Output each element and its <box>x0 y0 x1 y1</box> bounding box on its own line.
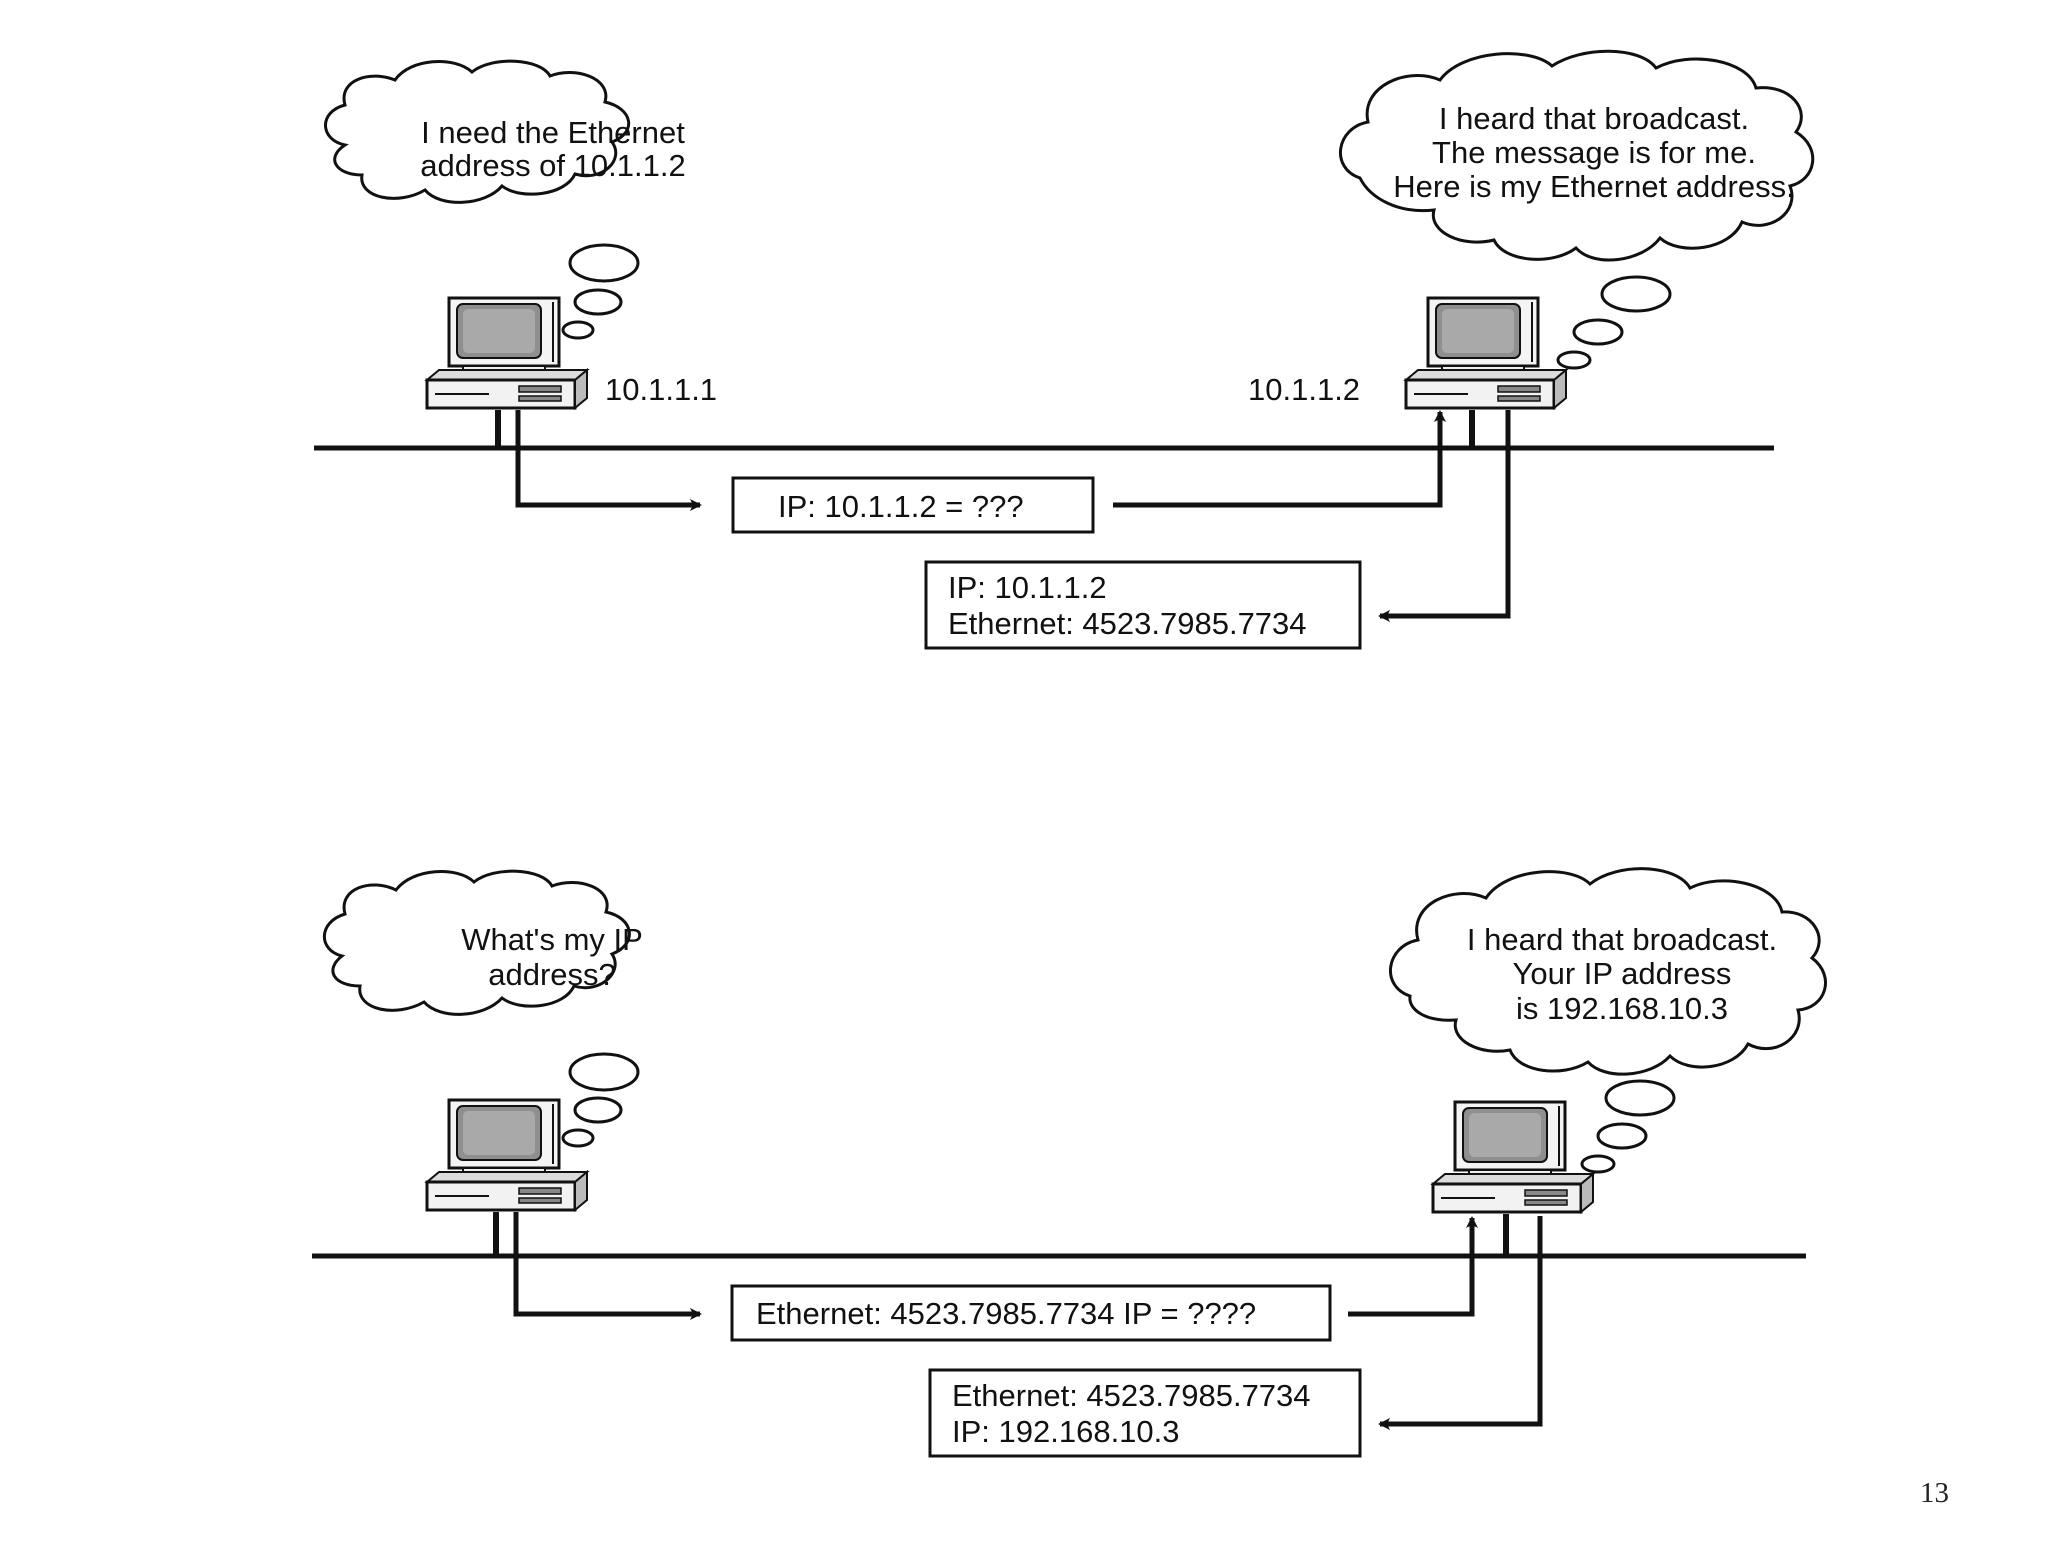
thought-bubble <box>573 1096 623 1124</box>
computer-icon <box>1431 1100 1595 1214</box>
arrow <box>515 410 702 511</box>
thought-bubble <box>568 243 640 283</box>
reply-packet-line-1: Ethernet: 4523.7985.7734 <box>952 1378 1311 1413</box>
request-packet: Ethernet: 4523.7985.7734 IP = ???? <box>730 1284 1332 1342</box>
page-number: 13 <box>1920 1477 1949 1509</box>
thought-cloud-b: I heard that broadcast. Your IP address … <box>1388 867 1827 1076</box>
thought-cloud-a: What's my IP address? <box>322 869 643 1016</box>
thought-bubble <box>1572 318 1624 346</box>
thought-bubble <box>1596 1122 1648 1150</box>
thought-a-line-1: I need the Ethernet <box>421 115 685 150</box>
computer-icon <box>1404 296 1568 410</box>
computer-icon <box>425 296 589 410</box>
arrow <box>1378 1216 1543 1430</box>
arrow <box>1348 1216 1478 1317</box>
thought-b-line-2: The message is for me. <box>1432 135 1756 170</box>
computer-icon <box>425 1098 589 1212</box>
thought-bubble <box>561 320 595 340</box>
thought-b-line-1: I heard that broadcast. <box>1439 101 1749 136</box>
thought-b-line-3: Here is my Ethernet address. <box>1393 169 1794 204</box>
reply-packet-line-1: IP: 10.1.1.2 <box>948 570 1107 605</box>
reply-packet-line-2: IP: 192.168.10.3 <box>952 1414 1180 1449</box>
arrow <box>1378 410 1511 622</box>
thought-b-line-1: I heard that broadcast. <box>1467 922 1777 957</box>
thought-b-line-2: Your IP address <box>1513 956 1732 991</box>
thought-bubble <box>573 288 623 316</box>
host-b-ip-label: 10.1.1.2 <box>1248 372 1360 407</box>
reply-packet: Ethernet: 4523.7985.7734 IP: 192.168.10.… <box>928 1368 1362 1458</box>
thought-bubble <box>568 1052 640 1092</box>
thought-a-line-2: address? <box>488 957 616 992</box>
arrow <box>1113 410 1446 508</box>
thought-bubble <box>1580 1154 1616 1174</box>
thought-bubble <box>1556 350 1592 370</box>
thought-bubble <box>1604 1079 1676 1117</box>
arrow <box>513 1212 702 1320</box>
rarp-panel: What's my IP address? I heard that broad… <box>312 867 1827 1458</box>
thought-bubble <box>561 1128 595 1148</box>
thought-cloud-b: I heard that broadcast. The message is f… <box>1338 49 1815 262</box>
host-a-ip-label: 10.1.1.1 <box>605 372 717 407</box>
request-packet-label: IP: 10.1.1.2 = ??? <box>778 489 1024 524</box>
thought-bubble <box>1600 275 1672 313</box>
thought-a-line-2: address of 10.1.1.2 <box>420 148 685 183</box>
thought-a-line-1: What's my IP <box>461 922 643 957</box>
thought-cloud-a: I need the Ethernet address of 10.1.1.2 <box>324 59 686 204</box>
thought-b-line-3: is 192.168.10.3 <box>1516 991 1728 1026</box>
reply-packet-line-2: Ethernet: 4523.7985.7734 <box>948 606 1307 641</box>
reply-packet: IP: 10.1.1.2 Ethernet: 4523.7985.7734 <box>924 560 1362 650</box>
arp-panel: I need the Ethernet address of 10.1.1.2 … <box>314 49 1815 650</box>
request-packet: IP: 10.1.1.2 = ??? <box>731 476 1095 534</box>
request-packet-label: Ethernet: 4523.7985.7734 IP = ???? <box>756 1296 1256 1331</box>
